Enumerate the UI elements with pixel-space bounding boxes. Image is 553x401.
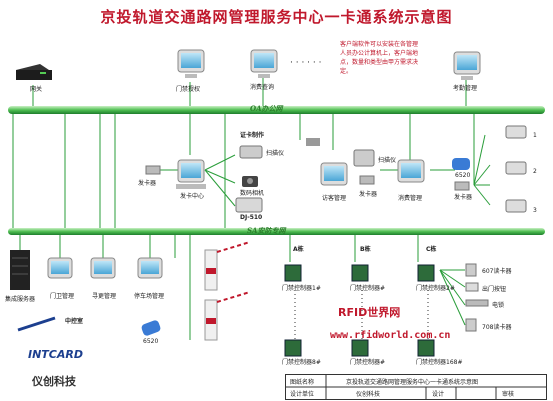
label-parking-mgmt: 停车场管理	[134, 293, 165, 300]
sa-bus	[8, 228, 545, 235]
label-num3: 3	[533, 207, 537, 214]
label-level-c: C栋	[426, 246, 437, 253]
label-ctrl-a2: 门禁控制器8#	[282, 359, 321, 366]
logo-cn: 仪创科技	[32, 375, 76, 388]
label-camera: 数码相机	[240, 190, 265, 197]
monitor-door-mgmt-icon	[47, 257, 73, 279]
reader-6520-icon	[452, 158, 470, 170]
label-gateway: 网关	[30, 86, 43, 93]
dots-label: · · · · · ·	[290, 58, 322, 68]
label-num2: 2	[533, 168, 537, 175]
label-6520b: 6520	[143, 338, 159, 345]
table-r2c1: 设计单位	[290, 391, 315, 398]
table-r1c2: 京投轨道交通路网管理服务中心一卡通系统示意图	[346, 379, 479, 386]
reader-6520b-icon	[141, 320, 161, 336]
monitor-parking-icon	[137, 257, 163, 279]
label-scanner2: 扫描仪	[378, 157, 397, 164]
label-issuer-right: 发卡器	[454, 194, 473, 201]
watermark-title: RFID世界网	[338, 306, 401, 319]
monitor-consume-query-icon	[250, 49, 278, 78]
monitor-attendance-icon	[453, 51, 481, 80]
label-reader607: 607读卡器	[482, 268, 512, 275]
sa-bus-label: SA安防专网	[247, 226, 286, 235]
label-ctrl-c1: 门禁控制器2#	[416, 285, 455, 292]
issuer-right-icon	[454, 181, 470, 191]
controller-icons	[284, 264, 435, 357]
label-ctrl-a1: 门禁控制器1#	[282, 285, 321, 292]
issue-center-icon	[176, 159, 206, 189]
label-ctrl-c2: 门禁控制器168#	[416, 359, 463, 366]
label-ctrl-b1: 门禁控制器#	[350, 285, 386, 292]
camera-dome-icon	[306, 138, 320, 146]
label-issuer-left: 发卡器	[138, 180, 157, 187]
table-r2c3: 设计	[432, 391, 445, 398]
label-issue-center: 发卡中心	[180, 193, 205, 200]
parking-barrier-icons	[204, 241, 251, 341]
label-server: 集成服务器	[5, 296, 36, 303]
label-level-a: A栋	[293, 246, 304, 253]
intcard-logo-icon	[17, 316, 56, 332]
label-consume-query: 消费查询	[250, 84, 275, 91]
table-r2c2: 仪创科技	[356, 391, 381, 398]
scanner-icon	[239, 145, 263, 159]
label-visitor-mgmt: 访客管理	[322, 195, 347, 202]
page-title: 京投轨道交通路网管理服务中心一卡通系统示意图	[100, 8, 453, 26]
pos-terminal-icons	[505, 125, 527, 213]
label-scanner: 扫描仪	[266, 150, 285, 157]
logo-brand: INTCARD	[28, 348, 83, 361]
oa-bus-label: OA办公网	[250, 104, 283, 113]
label-6520: 6520	[455, 172, 471, 179]
label-attendance: 考勤管理	[453, 85, 478, 92]
label-consume-mgmt: 消费管理	[398, 195, 423, 202]
visitor-monitor-icon	[320, 162, 348, 186]
label-door-mgmt: 门卫管理	[50, 293, 75, 300]
server-icon	[10, 250, 30, 290]
table-r1c1: 图纸名称	[290, 379, 315, 386]
card-printer-icon	[235, 197, 263, 213]
label-patrol-mgmt: 寻更管理	[92, 293, 117, 300]
label-elec-lock: 电锁	[492, 302, 505, 309]
label-level-b: B栋	[360, 246, 371, 253]
consume-monitor-icon	[397, 159, 425, 183]
scanner2-icon	[353, 149, 375, 167]
monitor-door-auth-icon	[177, 49, 205, 78]
title-block-grid	[286, 375, 546, 399]
issuer-mid-icon	[359, 175, 375, 185]
oa-bus	[8, 106, 545, 114]
title-block: 图纸名称 京投轨道交通路网管理服务中心一卡通系统示意图 设计单位 仪创科技 设计…	[285, 374, 547, 400]
watermark-url: www.rfidworld.com.cn	[330, 330, 451, 341]
camera-icon	[242, 176, 258, 187]
label-num1: 1	[533, 132, 537, 139]
issuer-left-icon	[145, 165, 161, 175]
monitor-patrol-icon	[90, 257, 116, 279]
client-note: 客户端软件可以安装在各管理人员办公计算机上，客户端地点，数量和类型由甲方需求决定…	[340, 41, 419, 75]
label-reader708: 708读卡器	[482, 324, 512, 331]
label-exit-btn: 出门按钮	[482, 286, 507, 293]
label-issuer-mid: 发卡器	[359, 191, 378, 198]
label-door-auth: 门禁授权	[176, 86, 201, 93]
link-lines	[12, 78, 491, 340]
table-r2c4: 审核	[502, 391, 515, 398]
label-ctrl-b2: 门禁控制器#	[350, 359, 386, 366]
label-control-room: 中控室	[65, 318, 84, 325]
peripheral-icons	[465, 263, 489, 332]
gateway-icon	[16, 64, 52, 80]
label-card-maker: 证卡制作	[240, 132, 265, 139]
label-dj510: DJ-510	[240, 214, 263, 221]
